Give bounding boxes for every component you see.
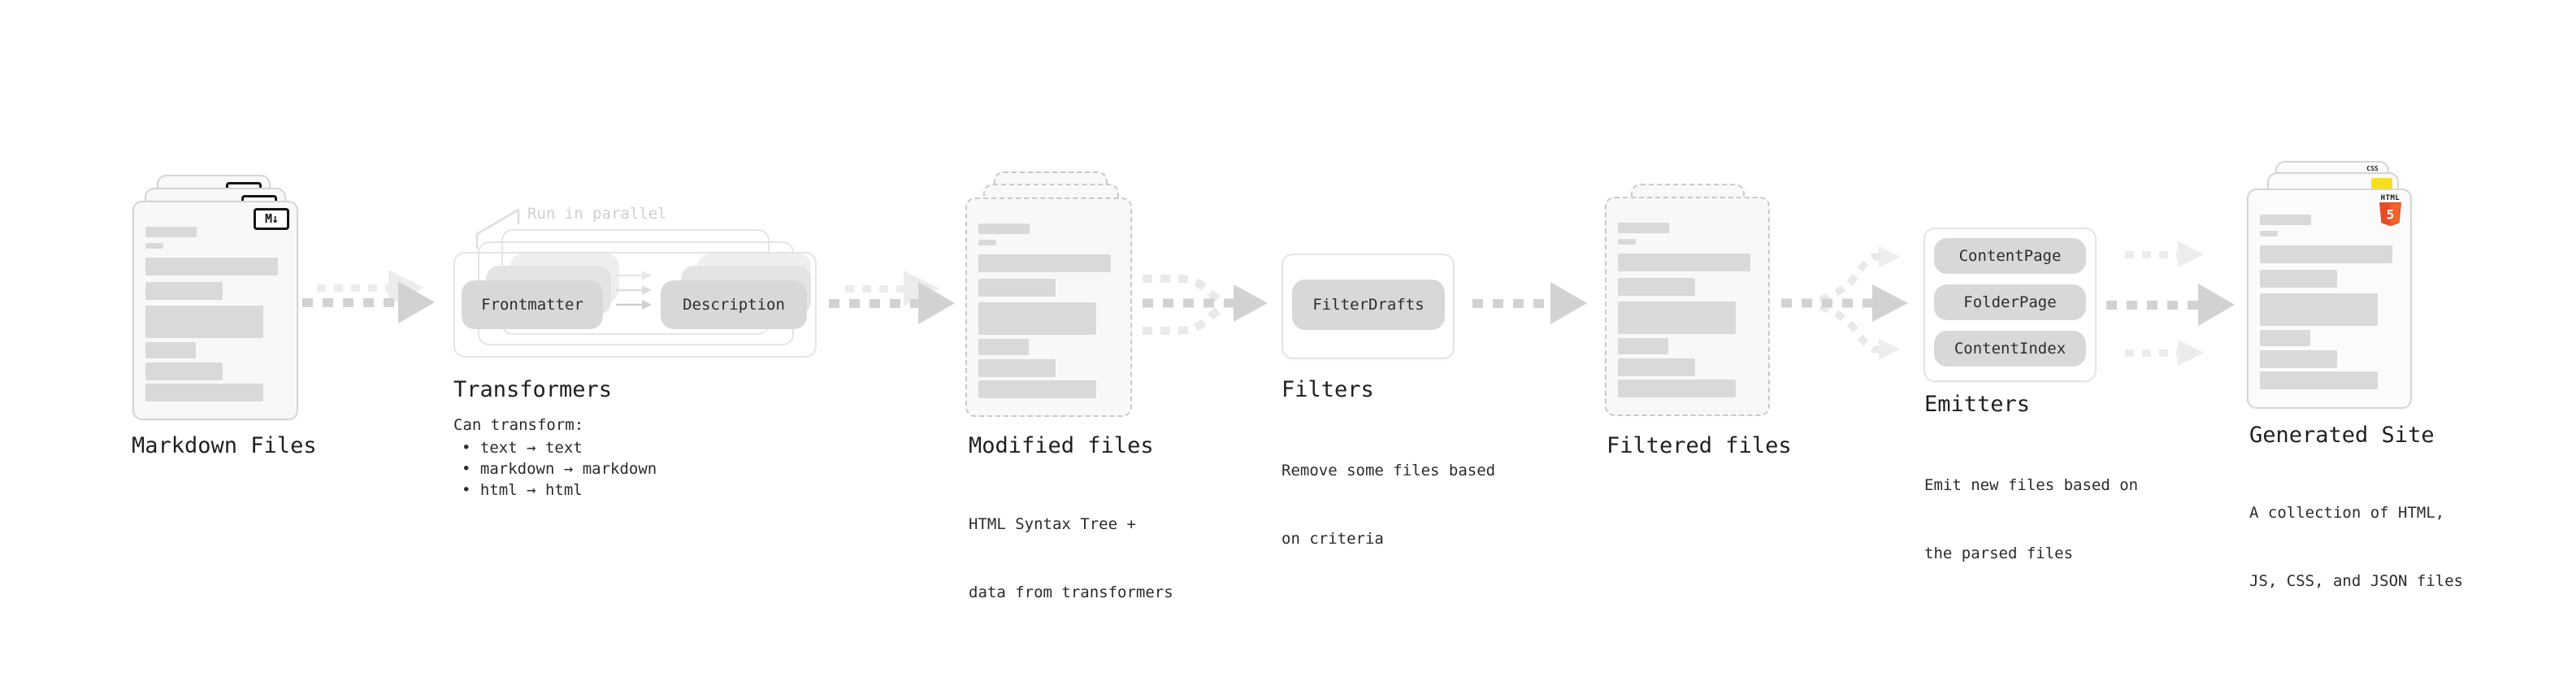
parallel-arrow-icon — [616, 271, 652, 280]
text-placeholder-bar — [2260, 231, 2278, 236]
desc-line: the parsed files — [1924, 544, 2074, 562]
flow-arrow-transformers-to-modified — [829, 282, 955, 324]
text-placeholder-bar — [978, 339, 1029, 355]
desc-line: Emit new files based on — [1924, 476, 2139, 494]
emitters-desc: Emit new files based on the parsed files — [1924, 428, 2138, 610]
transformers-desc-heading: Can transform: — [453, 416, 584, 434]
generated-site-desc: A collection of HTML, JS, CSS, and JSON … — [2249, 456, 2463, 638]
description-node: Description — [661, 280, 807, 329]
stage-title-generated-site: Generated Site — [2249, 423, 2435, 448]
stage-title-transformers: Transformers — [453, 377, 613, 402]
flow-arrow-emitters-to-generated — [2106, 284, 2235, 326]
text-placeholder-bar — [978, 359, 1056, 377]
text-placeholder-bar — [145, 342, 196, 358]
text-placeholder-bar — [2260, 371, 2378, 389]
desc-line: JS, CSS, and JSON files — [2249, 572, 2464, 590]
text-placeholder-bar — [145, 362, 223, 380]
annotation-leader-line — [475, 207, 520, 249]
contentindex-node: ContentIndex — [1934, 331, 2086, 367]
text-placeholder-bar — [1618, 239, 1636, 245]
transformer-box-front — [453, 252, 817, 358]
transformers-bullet: • text → text — [462, 439, 583, 457]
text-placeholder-bar — [1618, 278, 1695, 296]
text-placeholder-bar — [2260, 330, 2310, 346]
stage-title-modified-files: Modified files — [969, 433, 1154, 458]
markdown-file-page-front: M↓ — [132, 201, 298, 420]
text-placeholder-bar — [978, 380, 1096, 398]
filterdrafts-node: FilterDrafts — [1292, 280, 1445, 330]
text-placeholder-bar — [145, 258, 278, 275]
folderpage-node: FolderPage — [1934, 284, 2086, 320]
text-placeholder-bar — [1618, 301, 1736, 334]
text-placeholder-bar — [2260, 245, 2392, 263]
modified-files-desc: HTML Syntax Tree + data from transformer… — [969, 467, 1173, 649]
flow-arrow-markdown-to-transformers — [302, 281, 435, 323]
desc-line: on criteria — [1281, 530, 1384, 548]
text-placeholder-bar — [978, 279, 1056, 297]
stage-title-filters: Filters — [1281, 377, 1374, 402]
text-placeholder-bar — [1618, 380, 1736, 397]
filters-desc: Remove some files based on criteria — [1281, 414, 1495, 596]
js-icon — [2371, 178, 2392, 189]
filtered-file-page-front — [1605, 197, 1770, 416]
text-placeholder-bar — [978, 240, 996, 245]
transformers-bullet: • markdown → markdown — [462, 460, 657, 478]
transform-arrow-icon — [616, 300, 652, 310]
text-placeholder-bar — [1618, 358, 1695, 376]
frontmatter-node: Frontmatter — [462, 280, 603, 329]
desc-line: data from transformers — [969, 583, 1173, 601]
text-placeholder-bar — [2260, 350, 2337, 368]
text-placeholder-bar — [145, 306, 263, 338]
transformers-bullet: • html → html — [462, 481, 583, 499]
run-in-parallel-annotation: Run in parallel — [527, 205, 667, 223]
text-placeholder-bar — [978, 254, 1111, 272]
parallel-arrow-icon — [616, 285, 652, 295]
flow-arrow-filters-to-filtered — [1472, 282, 1587, 324]
desc-line: HTML Syntax Tree + — [969, 515, 1136, 533]
text-placeholder-bar — [1618, 223, 1669, 233]
flow-arrow-light — [2125, 340, 2204, 366]
contentpage-node: ContentPage — [1934, 238, 2086, 274]
svg-text:5: 5 — [2387, 207, 2395, 223]
flow-arrow-modified-to-filters — [1143, 275, 1268, 335]
text-placeholder-bar — [1618, 254, 1750, 271]
text-placeholder-bar — [145, 243, 163, 249]
html5-icon: HTML 5 — [2379, 194, 2401, 230]
text-placeholder-bar — [2260, 270, 2337, 288]
desc-line: Remove some files based — [1281, 462, 1496, 479]
text-placeholder-bar — [145, 227, 197, 237]
text-placeholder-bar — [978, 302, 1096, 335]
text-placeholder-bar — [145, 282, 223, 300]
flow-arrow-filtered-to-emitters — [1781, 246, 1908, 360]
flow-arrow-light — [2125, 241, 2204, 267]
stage-title-emitters: Emitters — [1924, 392, 2031, 417]
modified-file-page-front — [965, 197, 1132, 417]
markdown-icon: M↓ — [254, 208, 289, 230]
text-placeholder-bar — [2260, 215, 2311, 225]
desc-line: A collection of HTML, — [2249, 504, 2445, 522]
text-placeholder-bar — [1618, 338, 1668, 354]
text-placeholder-bar — [145, 384, 263, 401]
stage-title-markdown-files: Markdown Files — [132, 433, 317, 458]
text-placeholder-bar — [978, 223, 1030, 234]
stage-title-filtered-files: Filtered files — [1607, 433, 1792, 458]
text-placeholder-bar — [2260, 293, 2378, 326]
generated-html-page: HTML 5 — [2247, 189, 2412, 409]
